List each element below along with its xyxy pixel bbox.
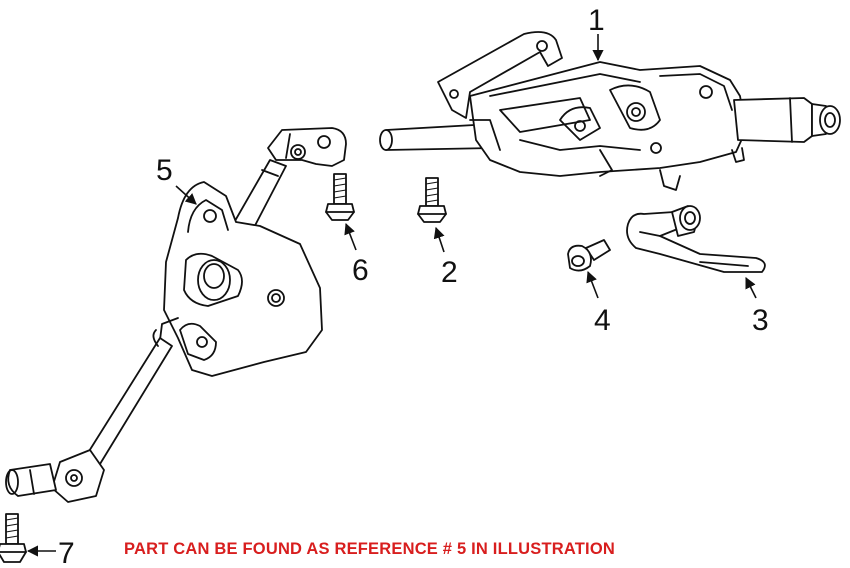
leader-arrow-2 — [433, 226, 445, 253]
bolt-part-2 — [417, 177, 447, 223]
bracket-part-3 — [626, 205, 766, 273]
callout-3: 3 — [752, 304, 769, 337]
bolt-part-7 — [0, 513, 27, 563]
leader-arrow-5 — [175, 185, 197, 205]
callout-7: 7 — [58, 537, 75, 568]
reference-note: PART CAN BE FOUND AS REFERENCE # 5 IN IL… — [124, 540, 615, 558]
callout-6: 6 — [352, 254, 369, 287]
callout-5: 5 — [156, 154, 173, 187]
steering-column-assembly — [379, 31, 841, 191]
leader-arrow-3 — [745, 276, 757, 299]
intermediate-shaft-part-5 — [5, 127, 347, 503]
screw-part-4 — [567, 239, 611, 272]
callout-2: 2 — [441, 256, 458, 289]
bolt-part-6 — [325, 173, 355, 221]
leader-arrow-4 — [586, 270, 599, 299]
callout-4: 4 — [594, 304, 611, 337]
leader-arrow-6 — [344, 222, 357, 251]
callout-1: 1 — [588, 4, 605, 37]
